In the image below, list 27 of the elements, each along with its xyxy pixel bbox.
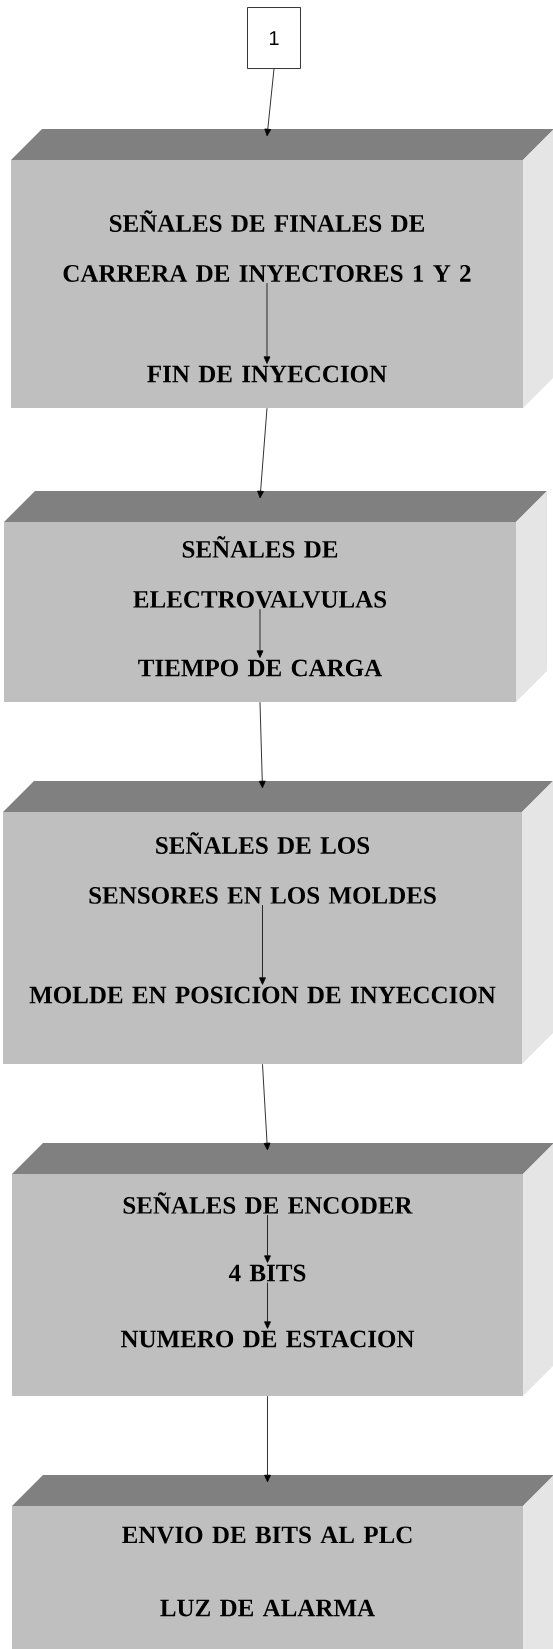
3d-box: [12, 1475, 553, 1649]
number-box: 1: [247, 7, 301, 69]
3d-box: [11, 129, 553, 408]
box-text: SEÑALES DE FINALES DE CARRERA DE INYECTORES 1 Y 2: [63, 210, 471, 282]
arrow: [263, 282, 271, 364]
arrow: [256, 608, 264, 658]
box-text: NUMERO DE ESTACION: [120, 1330, 415, 1348]
arrow: [258, 701, 266, 789]
arrow: [257, 407, 268, 499]
box-text: SEÑALES DE ENCODER: [123, 1192, 413, 1214]
3d-box: [12, 1143, 553, 1396]
arrow: [264, 1214, 271, 1263]
arrow: [264, 68, 275, 137]
arrow: [259, 904, 266, 985]
box-text: SEÑALES DE LOS SENSORES EN LOS MOLDES: [89, 832, 436, 904]
arrow: [262, 1063, 271, 1151]
box-text: MOLDE EN POSICION DE INYECCION: [29, 986, 496, 1004]
3d-box: [3, 781, 553, 1064]
arrow: [264, 1395, 271, 1483]
box-text: 4 BITS: [228, 1264, 306, 1282]
3d-box: [4, 491, 547, 702]
box-text: SEÑALES DE ELECTROVALVULAS: [133, 536, 387, 608]
arrow: [264, 1282, 271, 1329]
box-text: FIN DE INYECCION: [147, 365, 387, 383]
box-text: TIEMPO DE CARGA: [138, 659, 382, 677]
box-text: LUZ DE ALARMA: [160, 1599, 375, 1617]
box-text: ENVIO DE BITS AL PLC: [122, 1526, 412, 1544]
